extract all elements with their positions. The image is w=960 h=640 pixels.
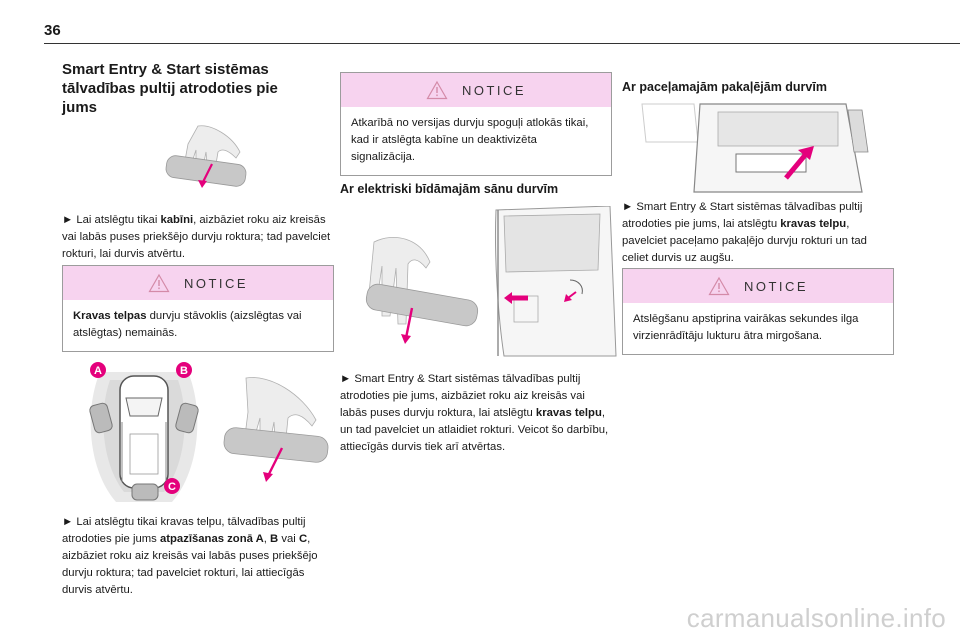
- col1-paragraph-1-block: ► Lai atslēgtu tikai kabīni, aizbāziet r…: [62, 212, 332, 263]
- notice-title: NOTICE: [743, 278, 809, 294]
- warning-triangle-icon: [708, 276, 730, 296]
- col3-paragraph: ► Smart Entry & Start sistēmas tālvadība…: [622, 201, 867, 264]
- sliding-door-illustration: [365, 206, 617, 357]
- tailgate-illustration: [641, 103, 869, 193]
- notice-text: Atkarībā no versijas durvju spoguļi atlo…: [351, 117, 589, 163]
- notice-box-cargo-door: NOTICE Kravas telpas durvju stāvoklis (a…: [62, 265, 334, 352]
- notice-box-mirrors: NOTICE Atkarībā no versijas durvju spogu…: [340, 72, 612, 176]
- notice-body: Kravas telpas durvju stāvoklis (aizslēgt…: [63, 300, 333, 351]
- zone-c-label: C: [168, 481, 176, 493]
- footer-watermark[interactable]: carmanualsonline.info: [686, 603, 946, 633]
- col1-paragraph-2: ► Lai atslēgtu tikai kravas telpu, tālva…: [62, 516, 318, 596]
- notice-header: NOTICE: [623, 269, 893, 303]
- notice-header: NOTICE: [63, 266, 333, 300]
- zone-b-label: B: [180, 365, 188, 377]
- notice-text: Kravas telpas durvju stāvoklis (aizslēgt…: [73, 310, 302, 339]
- page-number: 36: [44, 22, 61, 39]
- notice-body: Atkarībā no versijas durvju spoguļi atlo…: [341, 107, 611, 175]
- notice-header: NOTICE: [341, 73, 611, 107]
- notice-box-indicators: NOTICE Atslēgšanu apstiprina vairākas se…: [622, 268, 894, 355]
- header-rule: [44, 43, 960, 44]
- hand-handle-illustration-2: [223, 377, 329, 482]
- col3-paragraph-block: ► Smart Entry & Start sistēmas tālvadība…: [622, 199, 892, 267]
- col1-paragraph-2-block: ► Lai atslēgtu tikai kravas telpu, tālva…: [62, 514, 332, 599]
- notice-title: NOTICE: [461, 82, 527, 98]
- warning-triangle-icon: [148, 273, 170, 293]
- section-heading-tailgate: Ar paceļamajām pakaļējām durvīm: [622, 80, 827, 94]
- notice-text: Atslēgšanu apstiprina vairākas sekundes …: [633, 313, 859, 342]
- door-handle-hand-illustration: [165, 125, 247, 188]
- section-heading-smart-entry: Smart Entry & Start sistēmas tālvadības …: [62, 61, 278, 116]
- notice-body: Atslēgšanu apstiprina vairākas sekundes …: [623, 303, 893, 354]
- col2-paragraph: ► Smart Entry & Start sistēmas tālvadība…: [340, 373, 609, 453]
- section-heading-sliding-doors: Ar elektriski bīdāmajām sānu durvīm: [340, 182, 559, 196]
- col2-paragraph-block: ► Smart Entry & Start sistēmas tālvadība…: [340, 371, 610, 456]
- detection-zones-illustration: A B C: [89, 362, 199, 502]
- tailgate-heading-block: Ar paceļamajām pakaļējām durvīm: [622, 79, 892, 95]
- sliding-door-heading-block: Ar elektriski bīdāmajām sānu durvīm: [340, 181, 610, 197]
- col1-paragraph-1: ► Lai atslēgtu tikai kabīni, aizbāziet r…: [62, 214, 331, 260]
- warning-triangle-icon: [426, 80, 448, 100]
- zone-a-label: A: [94, 365, 102, 377]
- column-1: Smart Entry & Start sistēmas tālvadības …: [62, 60, 332, 117]
- notice-title: NOTICE: [183, 275, 249, 291]
